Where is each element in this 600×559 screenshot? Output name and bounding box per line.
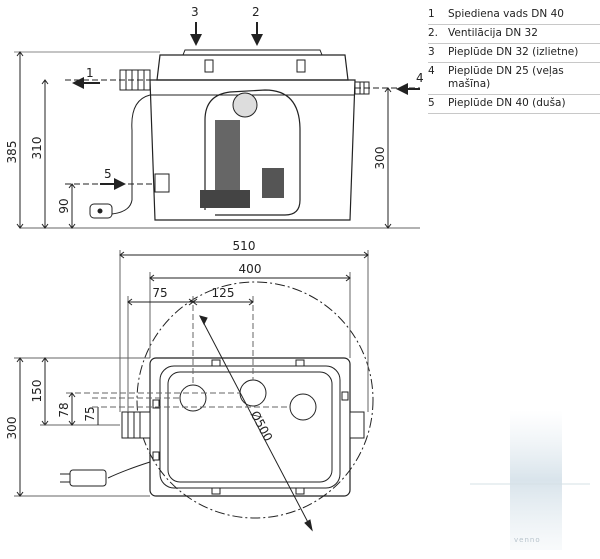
top-cable xyxy=(107,461,151,479)
callout-3: 3 xyxy=(191,5,199,19)
legend-text: Ventilācija DN 32 xyxy=(448,27,538,39)
dim-510: 510 xyxy=(233,239,256,253)
pump xyxy=(204,89,301,216)
legend-text: Spiediena vads DN 40 xyxy=(448,8,564,20)
dim-300-side: 300 xyxy=(373,147,387,170)
dim-78: 78 xyxy=(57,402,71,417)
legend-item: 4 Pieplūde DN 25 (veļas mašīna) xyxy=(428,63,600,95)
legend-num: 4 xyxy=(428,65,435,77)
callout-5: 5 xyxy=(104,167,112,181)
dim-300-top: 300 xyxy=(5,417,19,440)
top-connector-right xyxy=(349,411,365,439)
circle-500 xyxy=(136,281,374,519)
tank-top-outer xyxy=(149,357,351,497)
tank-lid xyxy=(156,54,349,81)
legend-text: Pieplūde DN 25 (veļas mašīna) xyxy=(448,65,564,90)
callout-4: 4 xyxy=(416,71,424,85)
top-plug xyxy=(69,469,107,487)
top-view xyxy=(14,250,374,532)
legend-text: Pieplūde DN 32 (izlietne) xyxy=(448,46,579,58)
legend-num: 1 xyxy=(428,8,435,20)
callout-1: 1 xyxy=(86,66,94,80)
inlet-circle-b xyxy=(239,379,267,407)
legend-item: 2. Ventilācija DN 32 xyxy=(428,25,600,44)
legend-item: 3 Pieplūde DN 32 (izlietne) xyxy=(428,44,600,63)
dim-385: 385 xyxy=(5,141,19,164)
top-connector-left xyxy=(121,411,151,439)
watermark-text: venno xyxy=(514,536,541,544)
pipe-5 xyxy=(154,173,170,193)
dim-75-v: 75 xyxy=(83,406,97,421)
dim-diameter: Ø500 xyxy=(248,409,276,444)
side-view xyxy=(14,22,420,229)
dim-90: 90 xyxy=(57,198,71,213)
legend-num: 3 xyxy=(428,46,435,58)
legend-num: 2. xyxy=(428,27,439,39)
dim-400: 400 xyxy=(239,262,262,276)
inlet-circle-c xyxy=(289,393,317,421)
dim-150: 150 xyxy=(30,380,44,403)
watermark: venno xyxy=(470,410,590,550)
legend-item: 5 Pieplūde DN 40 (duša) xyxy=(428,95,600,114)
inlet-circle-a xyxy=(179,384,207,412)
legend-text: Pieplūde DN 40 (duša) xyxy=(448,97,566,109)
legend-item: 1 Spiediena vads DN 40 xyxy=(428,8,600,25)
dim-75-h: 75 xyxy=(152,286,167,300)
legend-num: 5 xyxy=(428,97,435,109)
dim-310: 310 xyxy=(30,137,44,160)
dim-125: 125 xyxy=(212,286,235,300)
legend: 1 Spiediena vads DN 40 2. Ventilācija DN… xyxy=(428,8,600,114)
power-cable xyxy=(111,94,151,215)
callout-2: 2 xyxy=(252,5,260,19)
